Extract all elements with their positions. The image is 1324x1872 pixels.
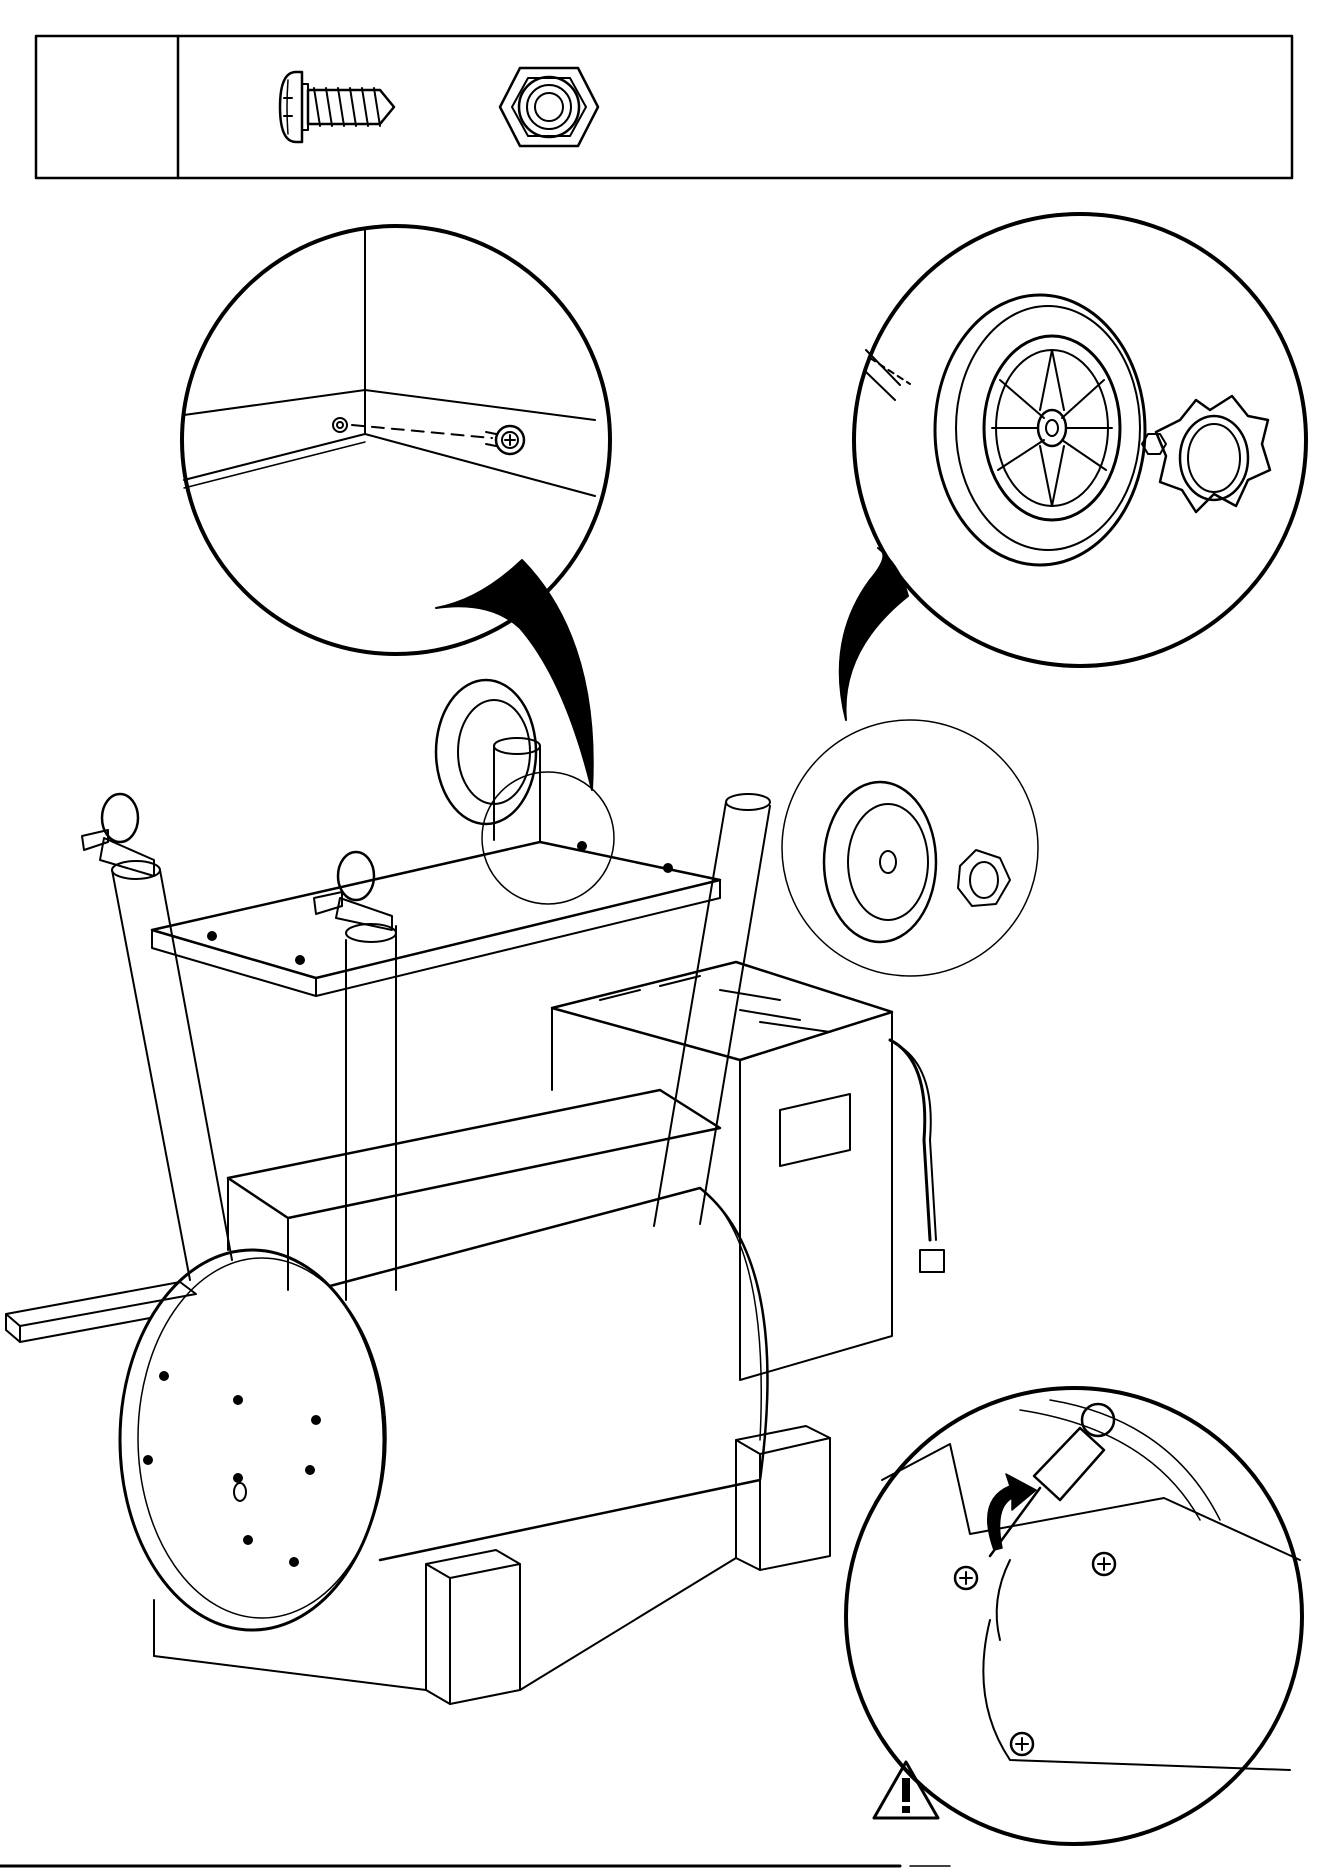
highlight-wheel-area xyxy=(782,720,1038,976)
hex-lock-nut-icon xyxy=(500,68,598,146)
phillips-screw-icon xyxy=(1011,1733,1033,1755)
phillips-screw-icon xyxy=(280,72,394,142)
phillips-screw-icon xyxy=(486,426,524,454)
highlight-screw-area xyxy=(482,772,614,904)
callout-pointer-2 xyxy=(840,548,908,720)
phillips-screw-icon xyxy=(1093,1553,1115,1575)
callout-pointer-1 xyxy=(436,560,593,790)
callout-wheel-detail xyxy=(854,214,1306,666)
parts-table xyxy=(36,36,1292,178)
rotate-arrow-icon xyxy=(988,1474,1036,1550)
grill-assembly-drawing xyxy=(6,680,1010,1704)
phillips-screw-icon xyxy=(955,1567,977,1589)
